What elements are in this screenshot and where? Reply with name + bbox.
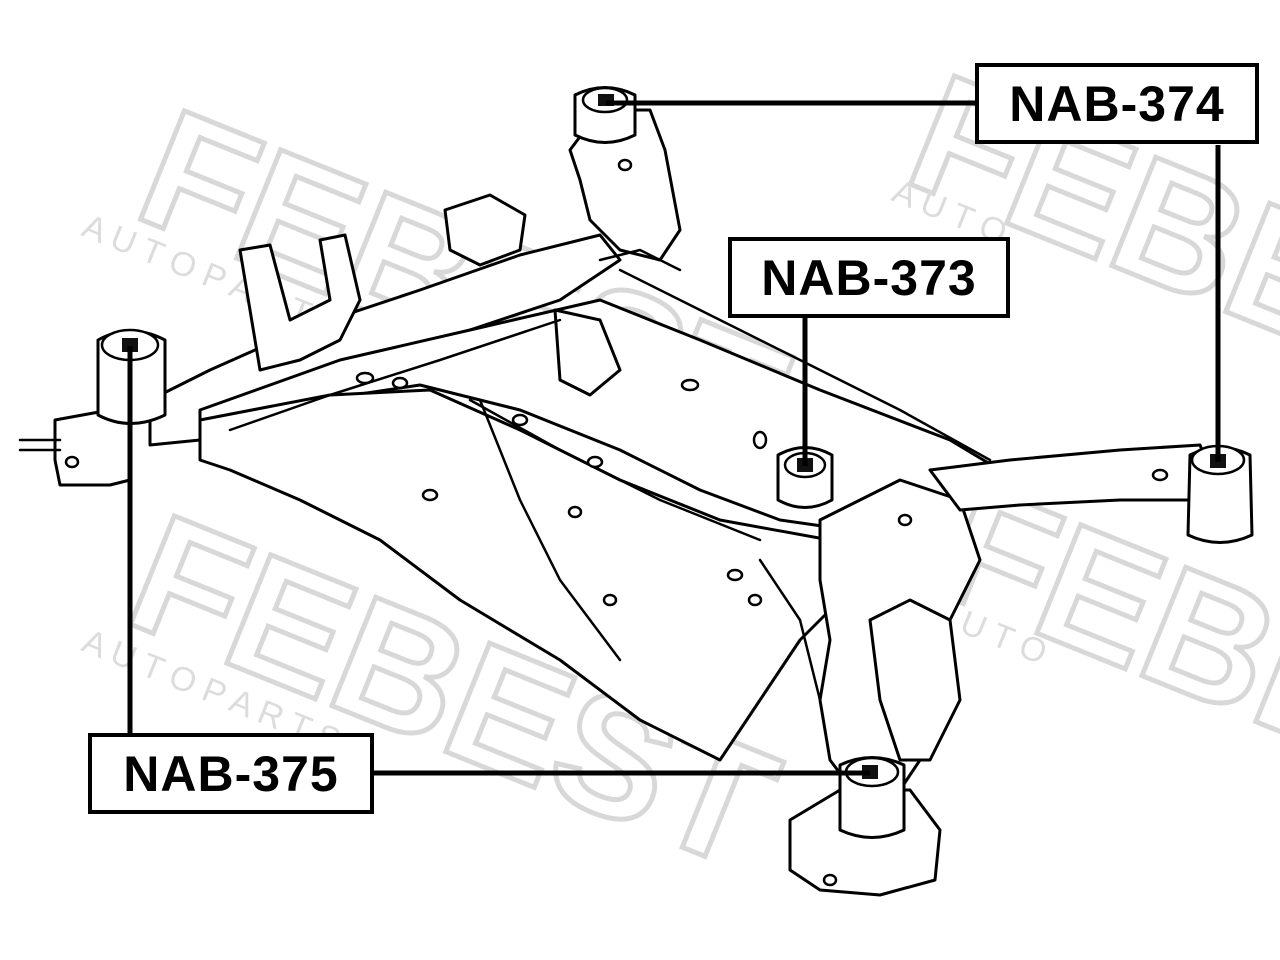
right-bracket [868, 598, 962, 762]
left-bushing-core [122, 338, 138, 352]
callout-nab-374: NAB-374 [975, 63, 1259, 144]
rail-detail-1 [228, 318, 562, 432]
hole [752, 430, 768, 450]
callout-label-nab-374: NAB-374 [1009, 75, 1225, 132]
callout-nab-375: NAB-375 [88, 733, 374, 814]
leader-lines [127, 100, 1221, 776]
left-bracket [238, 233, 362, 372]
hole [355, 371, 375, 385]
hole [1151, 468, 1169, 482]
mid-bracket [443, 193, 527, 267]
hole [421, 488, 439, 502]
hole [822, 873, 838, 887]
subframe-drawing [18, 86, 1254, 897]
hole [586, 455, 604, 469]
callout-label-nab-373: NAB-373 [761, 249, 977, 306]
hole [511, 413, 529, 427]
rail-detail-6 [598, 248, 682, 272]
rail-detail-2 [468, 398, 762, 542]
callout-nab-373: NAB-373 [728, 237, 1010, 318]
hole [680, 378, 700, 392]
hole [726, 568, 744, 582]
hole [567, 505, 583, 519]
hole [64, 455, 80, 469]
rail-detail-3 [618, 268, 992, 462]
hole [747, 593, 763, 607]
center-bracket [553, 308, 622, 397]
hole [617, 158, 633, 172]
hole [897, 513, 913, 527]
rail-detail-5 [758, 558, 822, 702]
hole [391, 376, 409, 390]
hole [602, 593, 618, 607]
rail-detail-4 [478, 398, 622, 662]
callout-label-nab-375: NAB-375 [123, 745, 339, 802]
